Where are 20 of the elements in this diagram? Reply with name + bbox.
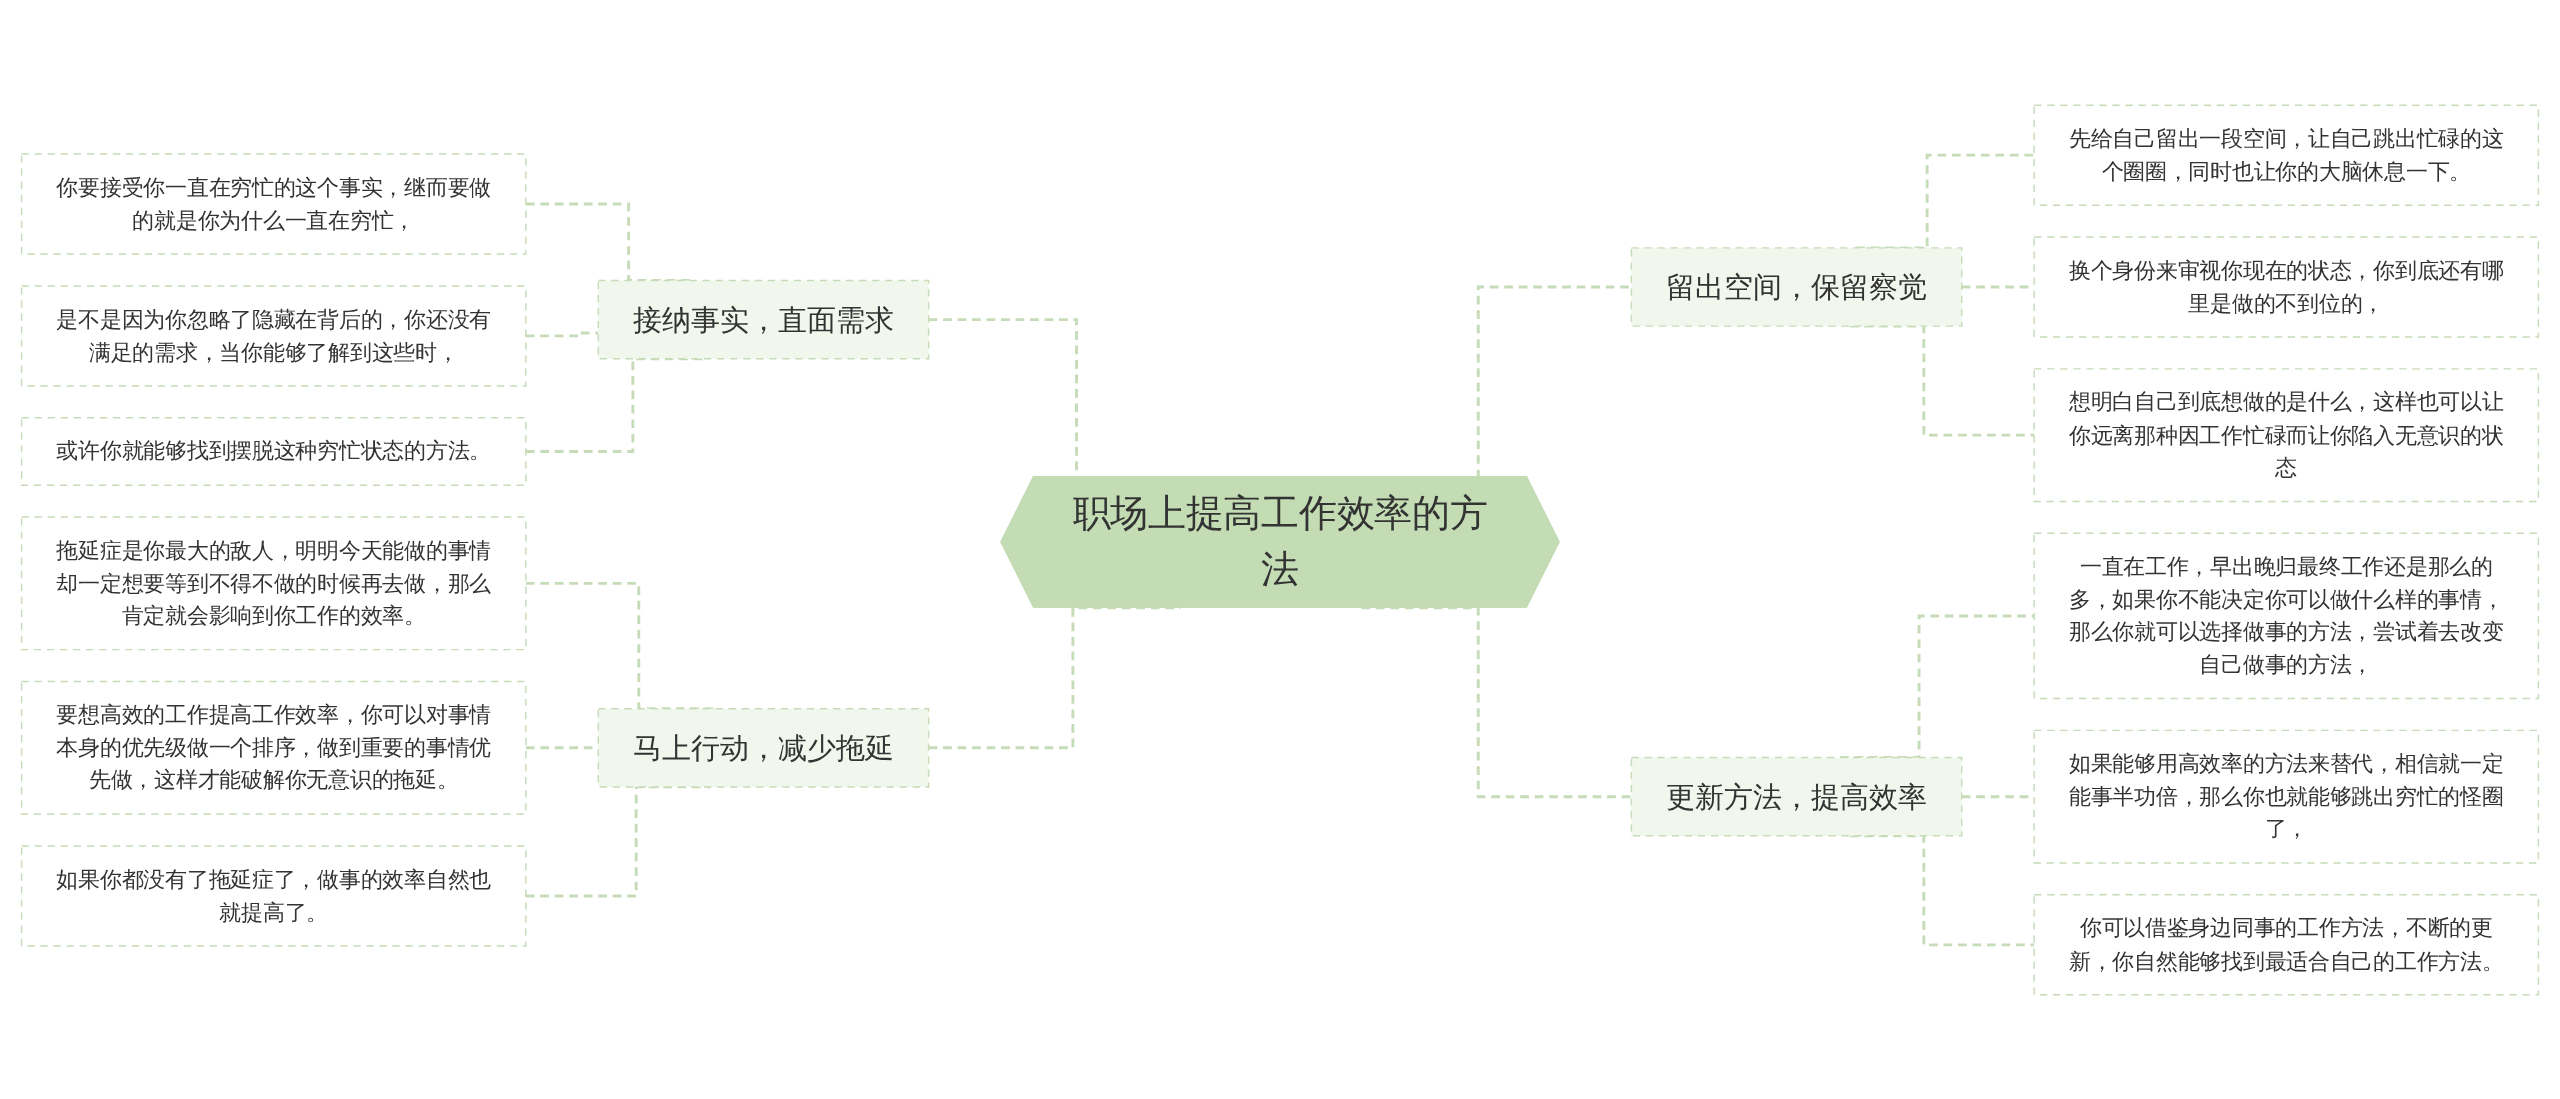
connector xyxy=(525,331,599,337)
node-box: 更新方法，提高效率 xyxy=(1630,756,1963,837)
node-box: 想明白自己到底想做的是什么，这样也可以让你远离那种因工作忙碌而让你陷入无意识的状态 xyxy=(2033,367,2540,502)
connector xyxy=(928,605,1181,749)
connector xyxy=(1361,605,1632,798)
node-box: 你要接受你一直在穷忙的这个事实，继而要做的就是你为什么一直在穷忙， xyxy=(20,152,527,255)
node-box: 如果你都没有了拖延症了，做事的效率自然也就提高了。 xyxy=(20,844,527,947)
node-box: 拖延症是你最大的敌人，明明今天能做的事情却一定想要等到不得不做的时候再去做，那么肯定就会影响到你工作的效率。 xyxy=(20,515,527,650)
node-box: 马上行动，减少拖延 xyxy=(597,707,930,788)
node-box: 是不是因为你忽略了隐藏在背后的，你还没有满足的需求，当你能够了解到这些时， xyxy=(20,284,527,387)
node-box: 换个身份来审视你现在的状态，你到底还有哪里是做的不到位的， xyxy=(2033,235,2540,338)
node-box: 要想高效的工作提高工作效率，你可以对事情本身的优先级做一个排序，做到重要的事情优先做，这样才能破解你无意识的拖延。 xyxy=(20,680,527,815)
node-box: 一直在工作，早出晚归最终工作还是那么的多，如果你不能决定你可以做什么样的事情，那么你就可以选择做事的方法，尝试着去改变自己做事的方法， xyxy=(2033,532,2540,699)
node-box: 接纳事实，直面需求 xyxy=(597,279,930,359)
connector xyxy=(1849,324,2035,437)
node-box: 留出空间，保留察觉 xyxy=(1630,246,1963,327)
node-box: 你可以借鉴身边同事的工作方法，不断的更新，你自然能够找到最适合自己的工作方法。 xyxy=(2033,893,2540,996)
node-box: 或许你就能够找到摆脱这种穷忙状态的方法。 xyxy=(20,416,527,486)
node-box: 先给自己留出一段空间，让自己跳出忙碌的这个圈圈，同时也让你的大脑休息一下。 xyxy=(2033,103,2540,206)
node-box: 如果能够用高效率的方法来替代，相信就一定能事半功倍，那么你也就能够跳出穷忙的怪圈了， xyxy=(2033,729,2540,864)
